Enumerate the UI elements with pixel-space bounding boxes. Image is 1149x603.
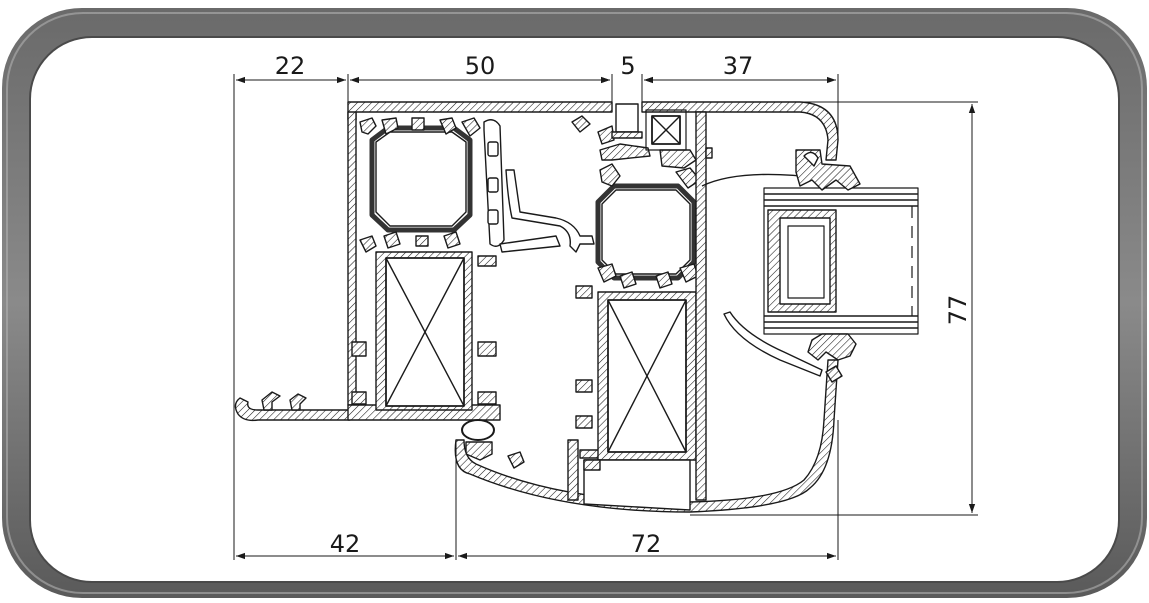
dim-bottom-72: 72 (631, 530, 662, 558)
glazing-unit (763, 187, 919, 335)
extension-lines (233, 74, 978, 560)
dimension-lines (236, 76, 976, 560)
dim-top-50: 50 (465, 52, 496, 80)
glazing-gasket-bottom (807, 333, 857, 361)
window-profile-section (234, 101, 919, 513)
dimension-labels: 22 50 5 37 42 72 77 (275, 52, 972, 558)
bottom-flange (234, 397, 351, 422)
dim-right-77: 77 (944, 295, 972, 326)
top-wall-right (641, 101, 839, 161)
dim-bottom-42: 42 (330, 530, 361, 558)
sash-top-clips (597, 125, 615, 145)
dim-top-22: 22 (275, 52, 306, 80)
left-wall (347, 111, 357, 406)
dim-top-5: 5 (620, 52, 635, 80)
outer-frame (2, 8, 1147, 598)
gasket-bulb (461, 419, 495, 441)
dim-top-37: 37 (723, 52, 754, 80)
sash-arm (505, 169, 595, 253)
